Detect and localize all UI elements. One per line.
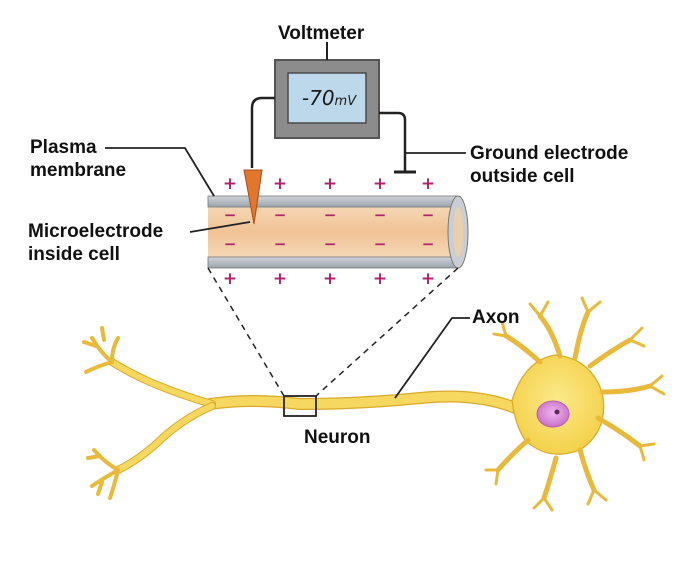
microelectrode-line1: Microelectrode bbox=[28, 221, 164, 242]
charge-minus: − bbox=[421, 206, 435, 224]
zoom-line-right bbox=[315, 267, 459, 397]
charge-plus: + bbox=[322, 269, 338, 289]
charge-minus: − bbox=[373, 235, 387, 253]
microelectrode-leader bbox=[189, 221, 251, 233]
charge-plus: + bbox=[372, 174, 388, 194]
neuron-label: Neuron bbox=[304, 427, 371, 448]
ground-electrode-line1: Ground electrode bbox=[470, 143, 629, 164]
voltmeter-icon bbox=[274, 59, 380, 139]
zoom-line-left bbox=[207, 267, 285, 397]
probe-wire bbox=[250, 96, 275, 168]
ground-electrode-label: Ground electrode outside cell bbox=[470, 142, 628, 188]
charge-minus: − bbox=[273, 206, 287, 224]
plasma-membrane-label: Plasma membrane bbox=[30, 136, 126, 182]
plasma-membrane-leader bbox=[105, 147, 215, 197]
charge-minus: − bbox=[223, 206, 237, 224]
charge-plus: + bbox=[420, 174, 436, 194]
charge-minus: − bbox=[323, 206, 337, 224]
axon-label: Axon bbox=[472, 307, 520, 328]
microelectrode-label: Microelectrode inside cell bbox=[28, 220, 163, 266]
reading-value: -70 bbox=[301, 86, 335, 110]
charge-minus: − bbox=[223, 235, 237, 253]
neuron-icon bbox=[82, 296, 666, 512]
ground-wire bbox=[379, 111, 407, 172]
ground-electrode-line2: outside cell bbox=[470, 166, 575, 187]
charge-plus: + bbox=[420, 269, 436, 289]
charge-plus: + bbox=[322, 174, 338, 194]
microelectrode-icon bbox=[243, 169, 263, 225]
charge-minus: − bbox=[323, 235, 337, 253]
plasma-membrane-line2: membrane bbox=[30, 160, 127, 181]
plasma-membrane-line1: Plasma bbox=[30, 137, 97, 158]
charge-minus: − bbox=[421, 235, 435, 253]
reading-unit: mV bbox=[334, 94, 357, 109]
charge-minus: − bbox=[273, 235, 287, 253]
zoom-box bbox=[283, 395, 317, 417]
charge-minus: − bbox=[373, 206, 387, 224]
charge-plus: + bbox=[372, 269, 388, 289]
axon-leader bbox=[394, 317, 470, 399]
microelectrode-line2: inside cell bbox=[28, 244, 120, 265]
axon-segment bbox=[207, 195, 469, 269]
charge-plus: + bbox=[222, 174, 238, 194]
charge-plus: + bbox=[272, 269, 288, 289]
charge-plus: + bbox=[272, 174, 288, 194]
voltmeter-reading: -70mV bbox=[290, 78, 368, 118]
charge-plus: + bbox=[222, 269, 238, 289]
voltmeter-label: Voltmeter bbox=[278, 23, 365, 44]
